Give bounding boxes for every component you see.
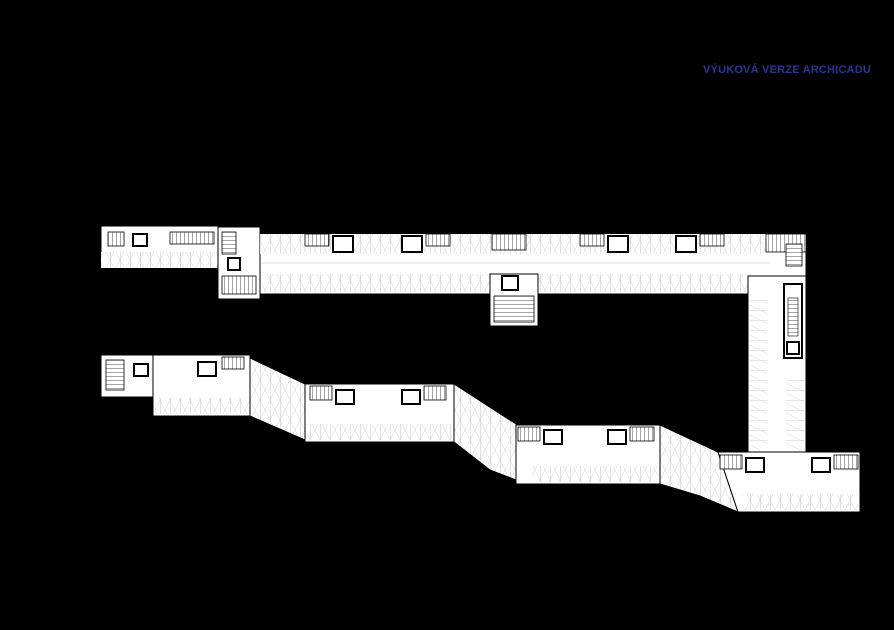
- lower-seg1-parking: [155, 398, 249, 414]
- lower-wing: [100, 354, 861, 513]
- lower-seg3-rooms: [309, 385, 447, 405]
- lower-seg1-stair: [221, 356, 245, 370]
- core-stair-left-2: [221, 275, 257, 295]
- right-core-elevator: [786, 341, 800, 355]
- lower-seg7-parking: [742, 494, 858, 510]
- core-stair-left: [221, 231, 237, 255]
- lower-left-stair: [105, 359, 125, 391]
- upper-wing: [100, 225, 807, 327]
- lower-segment-2: [249, 357, 306, 441]
- lower-seg5-rooms: [517, 426, 655, 445]
- lower-segment-6: [659, 424, 739, 513]
- core-elevator-left: [227, 257, 241, 271]
- lower-seg5-parking: [532, 466, 658, 482]
- right-vertical-parking-2: [786, 380, 804, 450]
- right-core-stair: [787, 297, 799, 337]
- upper-bar-rooms: [304, 233, 807, 267]
- central-core-stair: [493, 295, 535, 323]
- left-annex-parking: [101, 252, 218, 268]
- left-annex-stair: [107, 231, 125, 247]
- central-core-elevator: [501, 275, 519, 291]
- right-vertical-parking: [750, 300, 768, 450]
- lower-segment-4: [453, 383, 517, 481]
- left-annex-stair-2: [169, 231, 215, 245]
- lower-seg3-parking: [307, 424, 452, 440]
- right-connector: [747, 275, 807, 477]
- lower-left-room: [133, 363, 149, 377]
- watermark-text: VÝUKOVÁ VERZE ARCHICADU: [703, 64, 871, 76]
- lower-seg7-rooms: [719, 454, 859, 473]
- lower-seg1-room: [197, 361, 217, 377]
- left-annex-room: [132, 233, 148, 247]
